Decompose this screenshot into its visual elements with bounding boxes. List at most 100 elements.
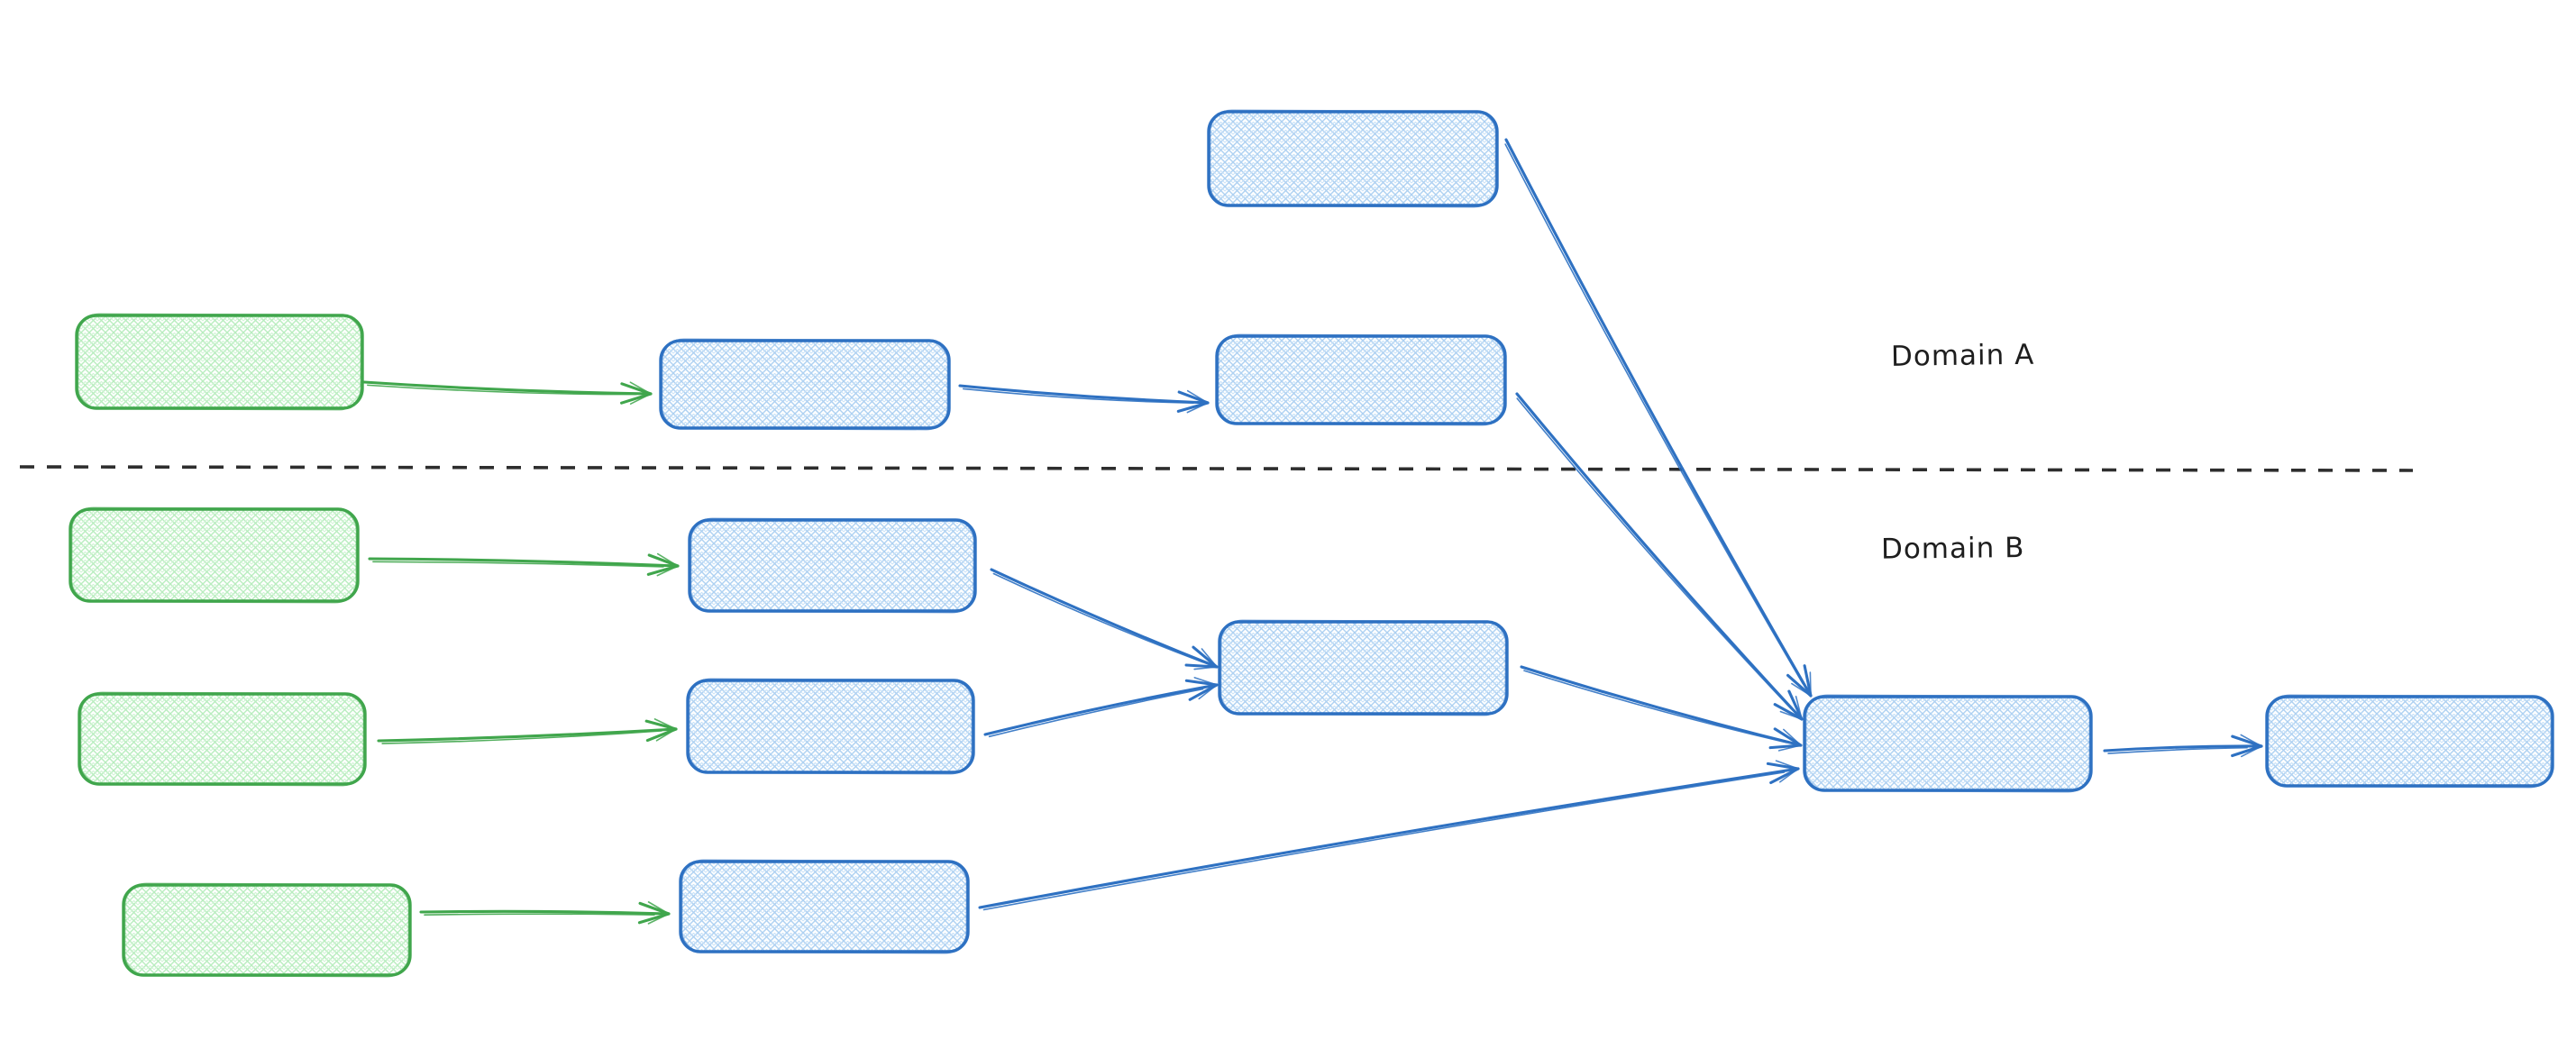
arrow-b3-to-hub-head (1766, 762, 1800, 785)
arrow-source-a-to-a1-double-line (367, 384, 637, 396)
arrow-source-b2-to-b2-head-sketch (653, 718, 677, 742)
arrow-b1-to-merge-head-sketch (1193, 648, 1218, 670)
node-process-a1-box (659, 339, 951, 430)
arrow-a1-to-a2-head-sketch (1186, 389, 1209, 414)
node-process-a2-box (1215, 334, 1507, 425)
node-process-b2-sketch-outline (688, 678, 973, 775)
arrow-merge-to-hub-double-line (1523, 670, 1788, 743)
node-source-b3-box (122, 883, 412, 977)
arrow-b2-to-merge-head-sketch (1193, 677, 1218, 700)
arrow-b1-to-merge (990, 568, 1219, 670)
node-process-a2-sketch-outline (1217, 333, 1505, 426)
node-process-b3-sketch-outline (681, 859, 968, 954)
domain-b-label: Domain B (1881, 532, 2025, 566)
node-output-sketch-outline (2267, 694, 2553, 789)
arrow-b2-to-merge (983, 677, 1219, 738)
arrow-source-b1-to-b1-head-sketch (656, 552, 679, 577)
node-source-b2-box (78, 692, 367, 786)
arrow-source-b2-to-b2-double-line (381, 730, 662, 744)
node-source-a (75, 313, 364, 411)
arrow-1065-line (958, 384, 1210, 405)
arrow-top-to-hub-double-line (1504, 143, 1804, 685)
node-source-b3-sketch-outline (123, 882, 410, 978)
arrow-top-to-hub (1504, 138, 1813, 698)
arrow-b3-to-hub-head-sketch (1775, 760, 1799, 783)
arrow-1093-line (983, 683, 1219, 736)
arrow-source-b3-to-b3 (419, 901, 671, 925)
arrow-1087-line (978, 767, 1800, 909)
node-source-b3 (122, 882, 412, 978)
node-source-b1-sketch-outline (70, 506, 358, 604)
node-process-b1 (688, 517, 977, 614)
node-process-a1-sketch-outline (661, 338, 949, 431)
arrow-a1-to-a2 (958, 384, 1210, 414)
arrow-a1-to-a2-double-line (962, 388, 1194, 404)
arrow-1683-line (1515, 392, 1804, 721)
node-output (2265, 694, 2554, 789)
arrow-hub-to-output (2103, 734, 2263, 758)
node-hub (1803, 694, 2093, 793)
arrow-b1-to-merge-head (1184, 645, 1219, 669)
arrow-b1-to-merge-double-line (992, 572, 1204, 663)
arrow-hub-to-output-head-sketch (2240, 734, 2262, 758)
arrow-source-b2-to-b2 (377, 718, 678, 744)
arrow-1688-line (1520, 665, 1803, 747)
arrow-source-b3-to-b3-head (637, 901, 671, 925)
arrow-merge-to-hub (1520, 665, 1803, 752)
arrow-source-b3-to-b3-double-line (424, 913, 655, 917)
arrow-2335-line (2103, 744, 2263, 753)
node-merge-b-sketch-outline (1219, 619, 1507, 716)
arrow-source-b1-to-b1-head (646, 553, 680, 576)
arrow-source-a-to-a1 (362, 380, 653, 405)
arrow-b2-to-merge-head (1184, 679, 1219, 701)
arrow-hub-to-output-head (2231, 734, 2263, 758)
arrow-b2-to-merge-double-line (988, 688, 1204, 738)
node-merge-b (1218, 619, 1509, 716)
arrow-b3-to-hub (978, 760, 1800, 911)
arrow-b3-to-hub-double-line (982, 771, 1786, 911)
node-merge-b-box (1218, 620, 1509, 716)
domain-divider-line (19, 465, 2414, 472)
arrow-merge-to-hub-head (1768, 727, 1803, 750)
node-output-box (2265, 695, 2554, 788)
domain-a-label: Domain A (1891, 339, 2035, 373)
node-process-b1-box (688, 518, 977, 613)
node-source-top-box (1207, 110, 1499, 207)
arrow-1671-line (1504, 138, 1813, 698)
arrow-source-b2-to-b2-head (644, 719, 678, 743)
arrow-420-line (377, 727, 678, 743)
arrow-a2-to-hub (1515, 392, 1804, 721)
node-hub-box (1803, 695, 2093, 792)
arrow-467-line (419, 909, 671, 916)
node-process-b3 (679, 859, 970, 954)
arrow-a2-to-hub-head-sketch (1779, 695, 1803, 720)
node-source-b1-box (69, 507, 360, 603)
arrow-a2-to-hub-head (1773, 689, 1804, 721)
arrow-merge-to-hub-head-sketch (1777, 728, 1802, 752)
node-source-b1 (69, 506, 360, 604)
arrow-410-line (368, 557, 680, 568)
arrow-1100-line (990, 568, 1219, 669)
node-process-a1 (659, 338, 951, 431)
arrow-hub-to-output-double-line (2107, 746, 2248, 754)
node-hub-sketch-outline (1804, 694, 2091, 793)
node-source-a-sketch-outline (77, 313, 362, 411)
node-process-b1-sketch-outline (690, 517, 975, 614)
arrow-source-a-to-a1-head (620, 382, 653, 405)
arrow-404-line (362, 380, 653, 396)
node-source-top (1207, 109, 1499, 208)
node-process-b2-box (686, 679, 975, 774)
arrow-source-b1-to-b1 (368, 552, 680, 577)
node-process-b2 (686, 678, 975, 775)
node-source-a-box (75, 314, 364, 410)
arrow-source-a-to-a1-head-sketch (629, 381, 652, 405)
arrow-a2-to-hub-double-line (1516, 397, 1793, 710)
node-process-b3-box (679, 860, 970, 953)
node-source-b2 (78, 691, 367, 787)
arrow-top-to-hub-head-sketch (1791, 671, 1812, 697)
node-process-a2 (1215, 333, 1507, 426)
arrow-source-b1-to-b1-double-line (372, 561, 664, 568)
arrow-source-b3-to-b3-head-sketch (647, 901, 670, 925)
